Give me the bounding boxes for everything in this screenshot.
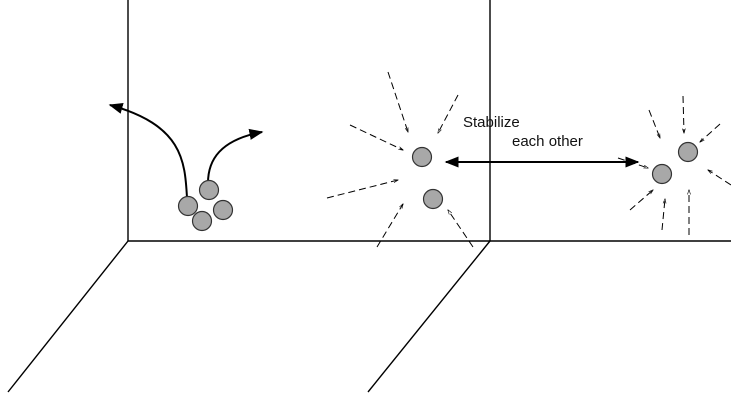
label-stabilize: Stabilize — [463, 114, 520, 131]
right-depth-axis — [367, 240, 491, 393]
particle — [198, 179, 220, 201]
particle-pair-middle — [411, 146, 444, 210]
left-axes — [7, 0, 490, 393]
particle — [177, 195, 199, 217]
particle — [677, 141, 699, 163]
particle — [651, 163, 673, 185]
escape-arrows — [108, 102, 264, 199]
right-axes — [367, 0, 731, 393]
left-depth-axis — [7, 240, 129, 393]
incoming-arrows-right — [617, 95, 731, 235]
label-each-other: each other — [512, 133, 583, 150]
escape-arrow-left — [108, 102, 188, 199]
particle — [411, 146, 433, 168]
escape-arrow-right — [207, 128, 264, 184]
particle — [212, 199, 234, 221]
particle — [191, 210, 213, 232]
particle — [422, 188, 444, 210]
incoming-arrows-middle — [326, 71, 474, 248]
particle-cluster-left — [177, 179, 234, 232]
particle-pair-right — [651, 141, 699, 185]
